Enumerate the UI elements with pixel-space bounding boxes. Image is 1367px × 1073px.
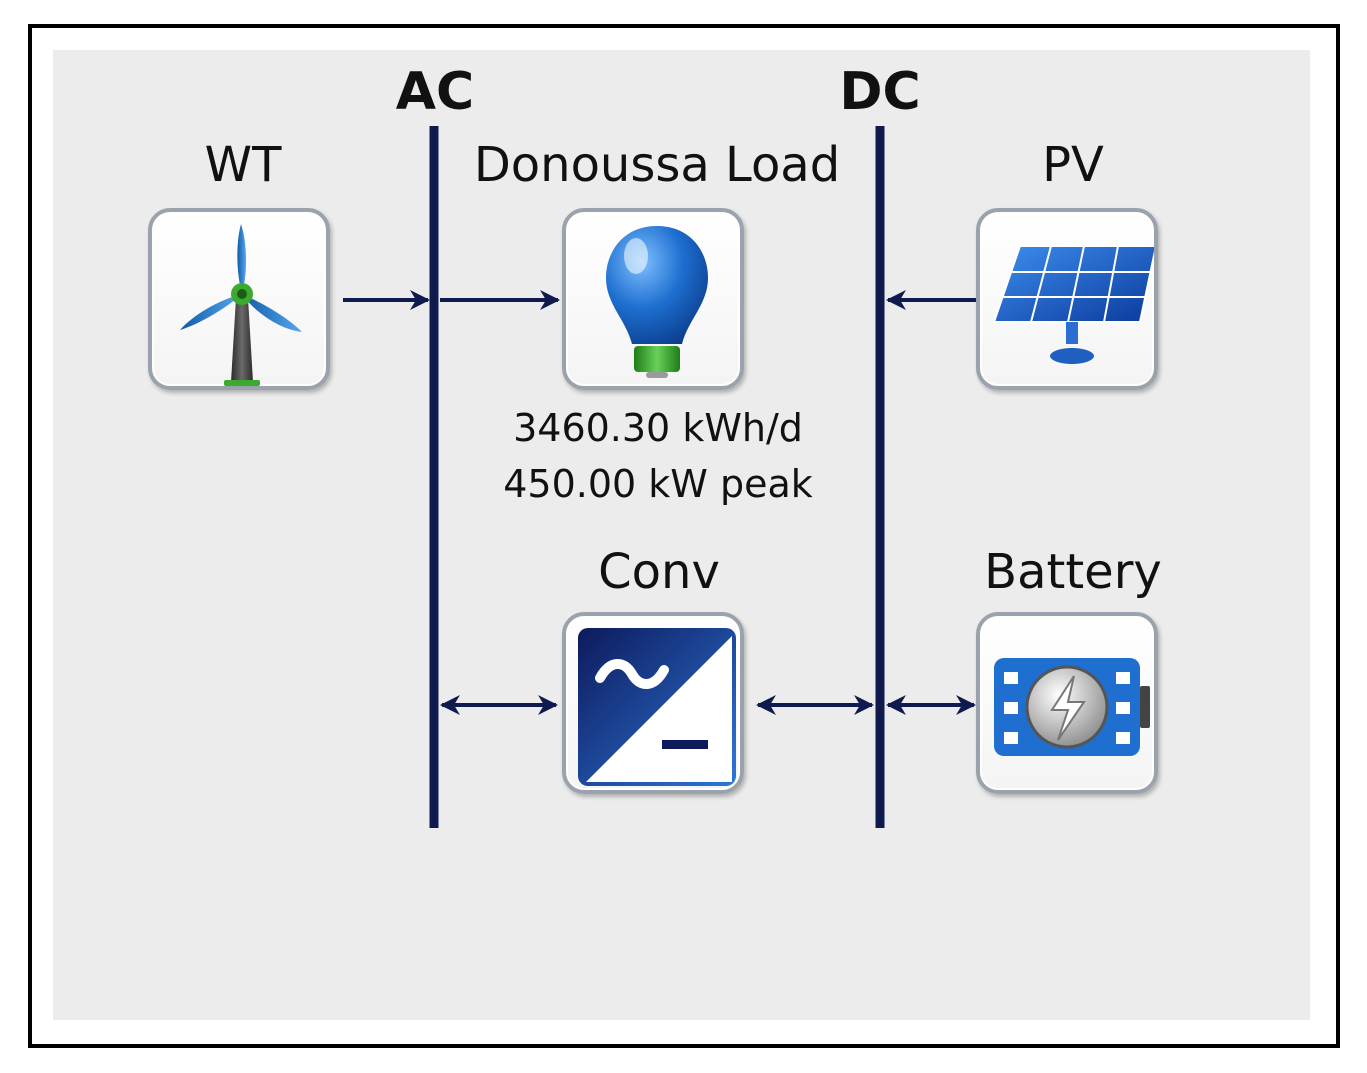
battery-icon	[994, 658, 1150, 756]
wt-label: WT	[204, 137, 282, 193]
pv-component[interactable]	[976, 208, 1158, 390]
wt-component[interactable]	[148, 208, 330, 390]
converter-icon	[578, 628, 736, 786]
battery-component[interactable]	[976, 612, 1158, 794]
conv-label: Conv	[598, 544, 720, 600]
solar-panel-icon	[992, 245, 1154, 364]
load-component[interactable]	[562, 208, 744, 390]
conv-component[interactable]	[562, 612, 744, 794]
light-bulb-icon	[606, 226, 708, 378]
ac-bus-label: AC	[395, 62, 475, 122]
dc-bus-label: DC	[839, 62, 921, 122]
battery-label: Battery	[984, 544, 1162, 600]
load-peak-power: 450.00 kW peak	[503, 462, 813, 506]
pv-label: PV	[1042, 137, 1104, 193]
wind-turbine-icon	[180, 224, 302, 386]
load-label: Donoussa Load	[473, 137, 841, 193]
load-daily-energy: 3460.30 kWh/d	[513, 406, 803, 450]
